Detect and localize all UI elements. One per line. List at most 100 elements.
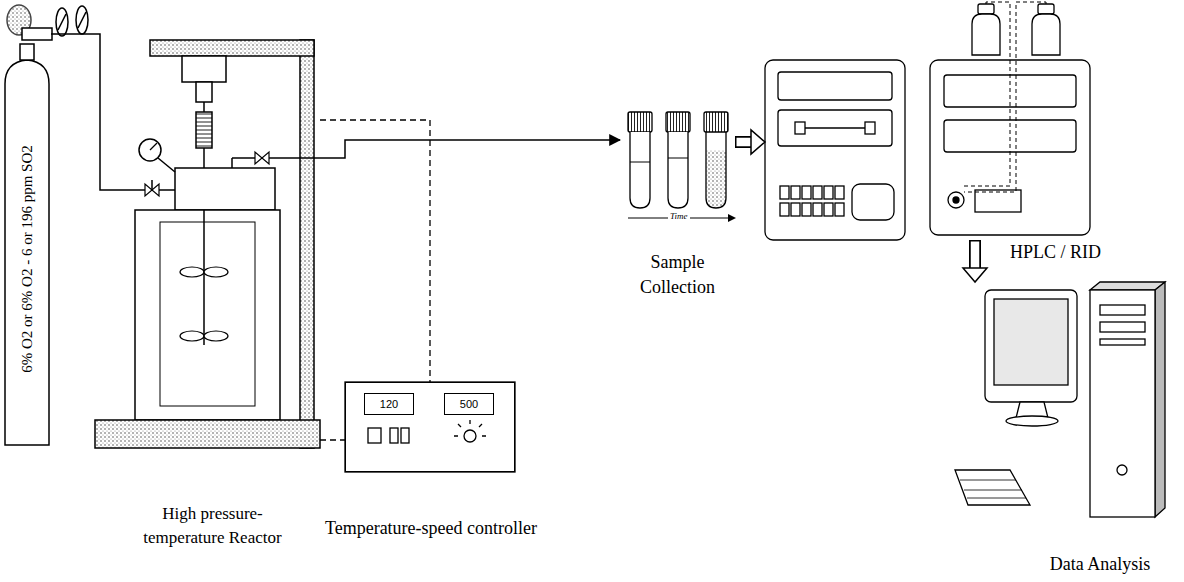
computer-part (1006, 416, 1058, 426)
control-signal-path (320, 439, 345, 440)
hplc-instrument-part (791, 203, 800, 216)
reactor-drawing-part (203, 102, 205, 112)
controller-panel (345, 382, 515, 472)
sample-vials-part (666, 112, 690, 132)
display-readout-label: 120 (365, 394, 413, 414)
reactor-drawing-part (231, 158, 233, 168)
hplc-instrument-part (780, 203, 789, 216)
flow-arrow-head (751, 130, 765, 154)
hplc-instrument-part (835, 203, 844, 216)
controller-panel-part (401, 428, 409, 443)
flow-arrow (735, 130, 765, 154)
controller-panel-part (464, 430, 476, 442)
hplc-instrument-part (1032, 14, 1060, 55)
reactor-drawing-part (158, 158, 175, 172)
hplc-instrument-part (765, 60, 905, 240)
hplc-instrument-part (1038, 4, 1054, 14)
hplc-instrument-part (802, 186, 811, 199)
hplc-instrument-part (852, 184, 894, 220)
gas-sample-line (320, 140, 620, 158)
sample-vials-part (630, 132, 650, 208)
reactor-drawing-part (135, 210, 280, 420)
sample-vials-part (668, 158, 688, 159)
reactor-drawing-part (196, 112, 212, 148)
flow-arrow (963, 240, 987, 282)
display-readout-label: 500 (445, 394, 493, 414)
flow-arrow-head (963, 268, 987, 282)
reactor-drawing-part (300, 40, 314, 448)
computer-part (1100, 339, 1145, 345)
reactor-drawing-part (180, 331, 204, 341)
reactor-drawing-part (150, 40, 314, 56)
computer-part (985, 290, 1077, 402)
hplc-instrument-part (824, 203, 833, 216)
gas-cylinder (5, 5, 88, 445)
data-analysis-computer: Data Analysis (945, 282, 1170, 542)
hplc-instrument-part (813, 186, 822, 199)
gas-sample-line (51, 34, 130, 190)
sample-vials-part (630, 162, 650, 163)
time-axis-label: Time (668, 211, 690, 222)
gas-cylinder-part (5, 60, 49, 445)
hplc-instrument-part (835, 186, 844, 199)
reactor-drawing-part (150, 143, 157, 150)
hplc-instrument-part (780, 186, 789, 199)
flow-arrow-body (971, 242, 980, 269)
hplc-rid-label: HPLC / RID (1010, 242, 1101, 263)
hplc-instrument-part (802, 203, 811, 216)
gas-cylinder-part (56, 8, 68, 36)
hplc-instrument-part (780, 186, 844, 216)
hplc-instrument-part (778, 110, 892, 146)
hplc-instrument-part (978, 4, 994, 14)
reactor-drawing-part (204, 331, 228, 341)
controller-label: Temperature-speed controller (301, 518, 561, 539)
reactor-drawing-part (203, 148, 205, 168)
computer-part (1100, 322, 1145, 332)
control-signal-path (320, 120, 430, 382)
reactor-drawing-part (204, 267, 228, 277)
gas-cylinder-part (58, 14, 66, 30)
hplc-instrument-part (953, 197, 959, 203)
computer-part (1117, 465, 1127, 475)
flow-arrow-outline (735, 136, 751, 148)
hplc-instrument (765, 2, 1090, 240)
hplc-instrument-part (805, 127, 865, 128)
computer-part (960, 480, 1026, 498)
hplc-rid: HPLC / RID (765, 2, 1095, 240)
controller: Temperature-speed controller120500 (345, 382, 515, 472)
flow-arrow-body (737, 138, 752, 147)
pipe-path (51, 34, 130, 190)
reactor: High pressure-temperature Reactor (130, 40, 320, 448)
reactor-drawing-part (160, 222, 255, 406)
hplc-instrument-part (865, 122, 875, 134)
hplc-instrument-part (964, 2, 1046, 192)
pipe-path (320, 140, 620, 158)
controller-panel-part (454, 420, 486, 436)
reactor-drawing-part (196, 82, 212, 102)
sample-collection-label: Sample Collection (620, 250, 735, 300)
hplc-instrument-part (948, 192, 964, 208)
reactor-drawing-part (151, 180, 153, 190)
reactor-drawing-part (255, 152, 269, 164)
controller-panel-part (345, 382, 515, 472)
reactor-drawing-part (95, 420, 320, 448)
reactor-drawing-part (203, 210, 205, 345)
reactor-drawing-part (175, 168, 275, 210)
reactor-drawing-part (180, 267, 204, 277)
gas-cylinder-part (76, 6, 88, 34)
reactor-drawing (95, 40, 320, 448)
hplc-instrument-part (972, 14, 1000, 55)
gas-cylinder-part (78, 12, 86, 28)
hplc-instrument-part (778, 72, 892, 100)
sample-vials-part (706, 150, 726, 208)
gas-cylinder-label: 6% O2 or 6% O2 - 6 or 196 ppm SO2 (19, 145, 36, 372)
gas-cylinder-part (20, 44, 34, 60)
computer-part (1090, 282, 1165, 290)
sample-vials-part (706, 132, 726, 208)
flow-arrow-outline (969, 240, 981, 268)
computer (955, 282, 1165, 517)
reactor-drawing-part (232, 157, 320, 159)
